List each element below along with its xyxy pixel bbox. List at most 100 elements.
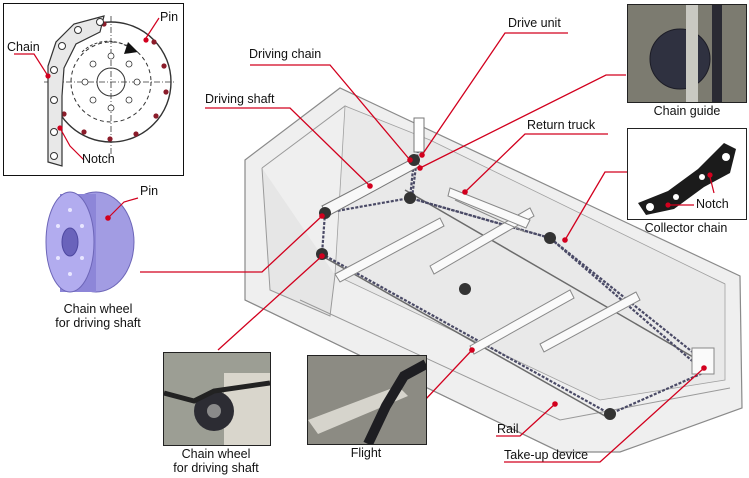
chain-wheel-photo-art bbox=[164, 353, 270, 445]
collector-chain-link bbox=[638, 143, 736, 215]
leader-driving-chain bbox=[250, 64, 411, 161]
bolt-hole bbox=[107, 104, 115, 112]
wheel-hub bbox=[61, 227, 79, 257]
sprocket-detail-inset: Pin Chain Notch bbox=[3, 3, 184, 176]
notch-label-top: Notch bbox=[82, 152, 115, 166]
dot-flight bbox=[469, 347, 475, 353]
tank-inner-left-wall bbox=[261, 167, 336, 317]
collector-chain-art bbox=[638, 143, 736, 215]
leader-wheel-2 bbox=[217, 255, 323, 351]
sprocket-idler-2 bbox=[544, 232, 556, 244]
take-up-device-box bbox=[691, 347, 715, 375]
rail-label: Rail bbox=[497, 422, 519, 436]
photo-chain-strand bbox=[164, 380, 270, 404]
bolt-hole bbox=[125, 60, 133, 68]
leader-lines bbox=[140, 32, 705, 463]
photo-flight-bar bbox=[308, 386, 408, 434]
flight-label: Flight bbox=[350, 446, 382, 460]
dot-return-truck bbox=[462, 189, 468, 195]
wheel-bolt bbox=[56, 224, 60, 228]
pin-dot bbox=[107, 136, 113, 142]
return-truck-bar bbox=[447, 187, 531, 229]
dot-take-up bbox=[701, 365, 707, 371]
flight-photo-art bbox=[308, 356, 426, 444]
leader-chain bbox=[14, 53, 49, 77]
photo-flight-chain bbox=[363, 359, 426, 444]
dot-notch-collector bbox=[665, 202, 671, 208]
dot-driving-chain bbox=[407, 157, 413, 163]
pin-dot bbox=[163, 89, 169, 95]
leader-collector-chain bbox=[564, 171, 630, 241]
leader-pin-top bbox=[145, 17, 160, 39]
chain-wheel-caption-1: Chain wheel for driving shaft bbox=[38, 302, 158, 330]
leader-return-truck bbox=[464, 133, 608, 193]
chain-link-pins bbox=[50, 18, 104, 160]
sprocket-idler-3 bbox=[459, 283, 471, 295]
rotation-arrow bbox=[81, 40, 131, 53]
chain-pin bbox=[74, 26, 82, 34]
wheel-bolt bbox=[68, 272, 72, 276]
leader-notch-collector-2 bbox=[709, 176, 715, 194]
sprocket-shaft-right bbox=[408, 154, 420, 166]
sprocket-bolt-holes bbox=[81, 52, 141, 112]
leader-wheel-1 bbox=[140, 215, 323, 273]
chain-pin bbox=[96, 18, 104, 26]
driving-chain-loop-right bbox=[408, 159, 706, 363]
dot-collector-chain bbox=[562, 237, 568, 243]
flight-bar-1 bbox=[334, 217, 445, 283]
driving-shaft-label: Driving shaft bbox=[205, 92, 275, 106]
sprocket-detail-drawing bbox=[14, 15, 176, 167]
dot-driving-shaft bbox=[367, 183, 373, 189]
dot-rail bbox=[552, 401, 558, 407]
pin-label-wheel: Pin bbox=[140, 184, 159, 198]
dot-chain-guide bbox=[417, 165, 423, 171]
dot-notch-top bbox=[57, 125, 63, 131]
bolt-hole bbox=[107, 52, 115, 60]
pin-dot bbox=[151, 39, 157, 45]
return-truck-label: Return truck bbox=[527, 118, 596, 132]
rail-left bbox=[321, 255, 606, 417]
chain-pin bbox=[50, 66, 58, 74]
leader-driving-shaft bbox=[205, 107, 371, 187]
link-hole bbox=[673, 194, 679, 200]
chain-wheel-caption-1-line1: Chain wheel bbox=[63, 302, 133, 316]
dot-wheel-1 bbox=[319, 213, 325, 219]
pin-dot bbox=[161, 63, 167, 69]
collector-chain-label: Collector chain bbox=[644, 221, 728, 235]
leader-drive-unit bbox=[421, 32, 568, 156]
chain-pin bbox=[58, 42, 66, 50]
link-hole bbox=[722, 153, 730, 161]
pin-label-top: Pin bbox=[160, 10, 179, 24]
flight-bar-4 bbox=[539, 291, 641, 353]
bolt-hole bbox=[81, 78, 89, 86]
chain-wheel-caption-2-line1: Chain wheel bbox=[181, 447, 251, 461]
tank-bottom-edge bbox=[299, 299, 731, 421]
bolt-hole bbox=[89, 60, 97, 68]
wheel-bolts bbox=[56, 208, 84, 276]
chain-wheel-caption-2-line2: for driving shaft bbox=[173, 461, 259, 475]
chain-wheel-caption-1-line2: for driving shaft bbox=[55, 316, 141, 330]
pin-dot bbox=[61, 111, 67, 117]
leader-pin-wheel bbox=[107, 197, 139, 219]
bolt-hole bbox=[89, 96, 97, 104]
take-up-device-label: Take-up device bbox=[504, 448, 589, 462]
link-hole bbox=[699, 174, 705, 180]
dot-notch-collector-2 bbox=[707, 172, 713, 178]
dot-drive-unit bbox=[419, 152, 425, 158]
rail-right bbox=[404, 189, 713, 369]
drive-unit-label: Drive unit bbox=[508, 16, 561, 30]
chain-pin bbox=[50, 96, 58, 104]
wheel-bolt bbox=[68, 208, 72, 212]
return-truck-rail bbox=[454, 199, 526, 233]
drive-unit-motor bbox=[413, 117, 425, 153]
pin-dot bbox=[153, 113, 159, 119]
chain-label: Chain bbox=[7, 40, 40, 54]
rotation-arrow-head bbox=[124, 42, 138, 54]
wheel-bolt bbox=[80, 256, 84, 260]
chain-wheel-photo bbox=[163, 352, 271, 446]
chain-pin bbox=[50, 152, 58, 160]
chain-guide-label: Chain guide bbox=[653, 104, 721, 118]
photo-chain bbox=[712, 5, 722, 102]
